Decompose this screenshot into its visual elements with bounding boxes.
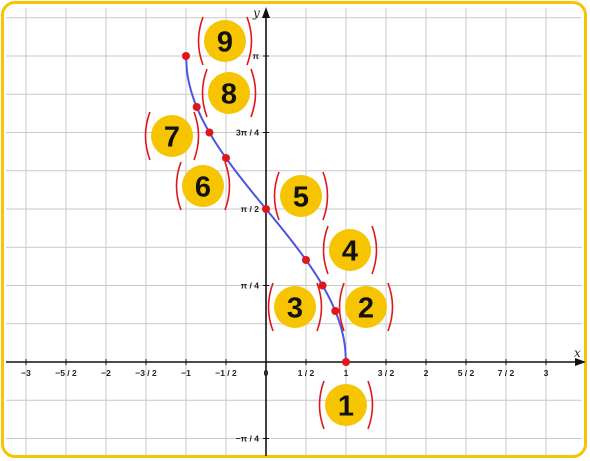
x-tick-label: −5 / 2: [55, 368, 77, 378]
y-tick-label: −π / 4: [236, 433, 260, 443]
badge-number: 2: [358, 293, 374, 325]
data-point-2: [331, 307, 340, 316]
x-tick-label: 5 / 2: [458, 368, 475, 378]
x-tick-label: 0: [264, 368, 269, 378]
points-layer: [182, 52, 350, 366]
x-tick-label: 1: [344, 368, 349, 378]
badge-paren-right: [322, 171, 329, 221]
data-point-1: [342, 358, 350, 366]
badge-paren-left: [322, 225, 329, 275]
badge-paren-right: [246, 16, 253, 66]
badge-paren-left: [318, 380, 325, 430]
x-tick-label: −1 / 2: [215, 368, 237, 378]
badge-8: 8: [201, 68, 257, 118]
x-axis-arrow: [575, 358, 586, 366]
data-point-3: [318, 281, 327, 290]
badge-paren-left: [201, 68, 208, 118]
data-point-5: [262, 205, 270, 214]
badge-7: 7: [144, 111, 200, 161]
badges-layer: 1 2 3 4 5 67 8 9: [144, 16, 394, 430]
data-point-7: [205, 128, 214, 137]
badge-paren-left: [175, 161, 182, 211]
badge-number: 1: [338, 391, 354, 423]
badge-5: 5: [273, 171, 329, 221]
badge-circle: [345, 286, 387, 328]
grid: [6, 8, 582, 455]
x-tick-label: −2: [101, 368, 111, 378]
badge-paren-right: [250, 68, 257, 118]
badge-circle: [274, 286, 316, 328]
data-point-6: [222, 154, 230, 163]
badge-2: 2: [338, 282, 394, 332]
x-tick-label: 3 / 2: [378, 368, 395, 378]
badge-circle: [329, 229, 371, 271]
x-axis-label: x: [574, 346, 581, 360]
badge-paren-right: [387, 282, 394, 332]
badge-9: 9: [197, 16, 253, 66]
badge-paren-left: [197, 16, 204, 66]
y-axis-label: y: [252, 6, 260, 20]
x-tick-label: 2: [424, 368, 429, 378]
badge-paren-right: [367, 380, 374, 430]
badge-number: 8: [221, 79, 237, 111]
badge-circle: [182, 165, 224, 207]
badge-circle: [280, 175, 322, 217]
badge-paren-right: [316, 282, 323, 332]
badge-paren-left: [144, 111, 151, 161]
tick-labels: −3 −5 / 2 −2 −3 / 2 −1 −1 / 2 0 1 / 2 1 3 / 2 2 5 /…: [21, 51, 548, 443]
badge-number: 7: [164, 122, 180, 154]
badge-6: 6: [175, 161, 231, 211]
x-tick-label: −3 / 2: [135, 368, 157, 378]
badge-paren-left: [267, 282, 274, 332]
data-point-9: [182, 52, 190, 61]
badge-number: 4: [342, 236, 358, 268]
badge-number: 3: [287, 293, 303, 325]
axes: xy: [6, 6, 586, 456]
badge-4: 4: [322, 225, 378, 275]
badge-paren-right: [193, 111, 200, 161]
badge-paren-left: [273, 171, 280, 221]
x-tick-label: 7 / 2: [498, 368, 515, 378]
y-tick-label: π / 2: [241, 204, 260, 214]
y-tick-label: 3π / 4: [236, 128, 259, 138]
x-tick-label: 3: [544, 368, 549, 378]
x-tick-label: −1: [181, 368, 191, 378]
badge-circle: [325, 384, 367, 426]
badge-1: 1: [318, 380, 374, 430]
badge-number: 5: [293, 182, 309, 214]
badge-circle: [204, 20, 246, 62]
badge-circle: [208, 72, 250, 114]
badge-number: 9: [217, 27, 233, 59]
y-axis-arrow: [262, 7, 270, 18]
badge-3: 3: [267, 282, 323, 332]
badge-paren-right: [224, 161, 231, 211]
badge-paren-right: [371, 225, 378, 275]
badge-circle: [151, 115, 193, 157]
x-tick-label: 1 / 2: [298, 368, 315, 378]
data-point-4: [302, 256, 310, 265]
badge-number: 6: [195, 172, 211, 204]
data-point-8: [192, 103, 201, 112]
y-tick-label: π: [252, 51, 259, 61]
x-tick-label: −3: [21, 368, 31, 378]
badge-paren-left: [338, 282, 345, 332]
y-tick-label: π / 4: [241, 281, 260, 291]
